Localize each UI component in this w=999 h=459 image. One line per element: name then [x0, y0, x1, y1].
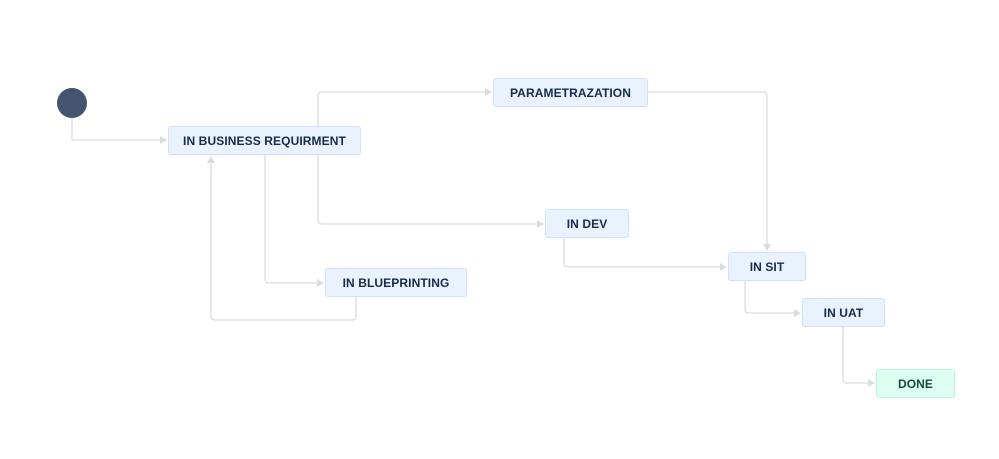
status-parametrazation[interactable]: PARAMETRAZATION — [493, 78, 648, 107]
transition-start-to-business[interactable] — [71, 118, 160, 141]
arrowhead — [794, 309, 801, 317]
transition-business-to-dev[interactable] — [317, 155, 537, 225]
status-in-uat[interactable]: IN UAT — [802, 298, 885, 327]
transition-business-to-blueprinting[interactable] — [264, 155, 317, 284]
arrowhead — [868, 379, 875, 387]
transition-parametrazation-to-sit[interactable] — [648, 91, 768, 244]
arrowhead — [160, 136, 167, 144]
status-in-sit[interactable]: IN SIT — [728, 252, 806, 281]
transition-blueprinting-to-business[interactable] — [210, 163, 357, 321]
arrowhead — [763, 244, 771, 251]
arrowhead — [317, 279, 324, 287]
arrowhead — [485, 88, 492, 96]
arrowhead — [720, 263, 727, 271]
transition-sit-to-uat[interactable] — [744, 281, 794, 314]
status-done[interactable]: DONE — [876, 369, 955, 398]
start-node — [57, 88, 87, 118]
arrowhead — [207, 156, 215, 163]
transition-uat-to-done[interactable] — [842, 327, 868, 384]
status-in-business-requirment[interactable]: IN BUSINESS REQUIRMENT — [168, 126, 361, 155]
status-in-blueprinting[interactable]: IN BLUEPRINTING — [325, 268, 467, 297]
transition-business-to-parametrazation[interactable] — [317, 91, 485, 126]
arrowhead — [537, 220, 544, 228]
status-in-dev[interactable]: IN DEV — [545, 209, 629, 238]
transition-dev-to-sit[interactable] — [563, 238, 720, 268]
